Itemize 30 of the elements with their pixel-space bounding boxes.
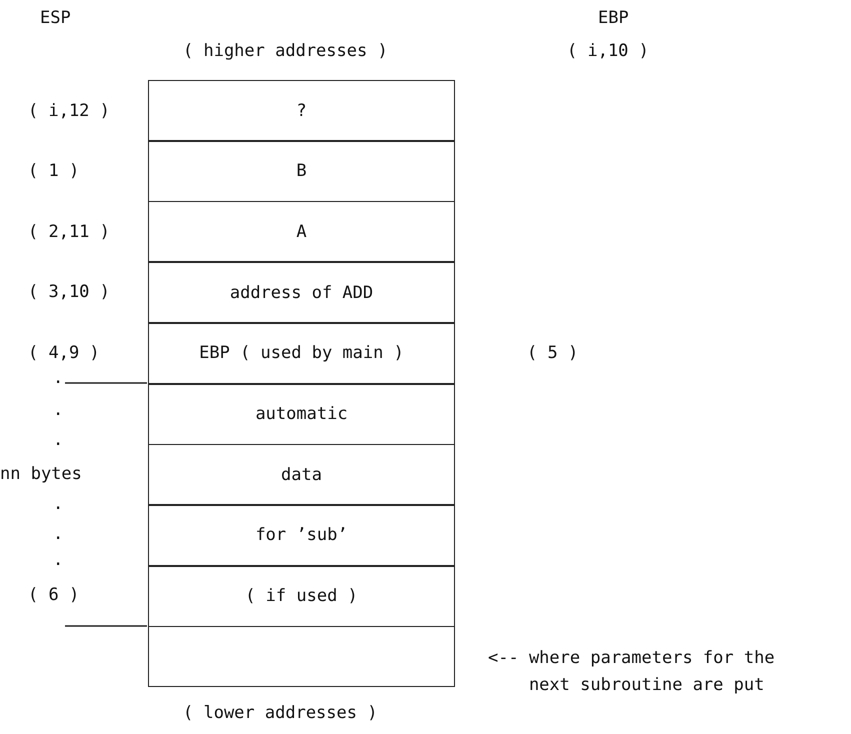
step-label: ( 4,9 ) <box>28 343 100 363</box>
dot-mark: . <box>53 400 64 420</box>
step-label: ( 1 ) <box>28 161 80 181</box>
dot-mark: . <box>53 430 64 450</box>
step-label: ( i,12 ) <box>28 101 110 121</box>
address-label: ( lower addresses ) <box>183 703 378 723</box>
size-label: nn bytes <box>0 464 82 484</box>
dot-mark: . <box>53 368 64 388</box>
stack-cell: data <box>148 444 455 506</box>
step-label: ( i,10 ) <box>567 41 649 61</box>
stack-cell: automatic <box>148 384 455 444</box>
stack-cell <box>148 626 455 688</box>
stack-cell: address of ADD <box>148 262 455 324</box>
dot-mark: . <box>53 524 64 544</box>
stack-cell: B <box>148 140 455 202</box>
step-label: ( 6 ) <box>28 585 80 605</box>
stack-cell: EBP ( used by main ) <box>148 322 455 384</box>
stack-cell: for ’sub’ <box>148 504 455 566</box>
address-label: ( higher addresses ) <box>183 41 388 61</box>
register-label: ESP <box>40 8 71 28</box>
stack-cell: A <box>148 201 455 262</box>
dot-mark: . <box>53 550 64 570</box>
step-label: ( 5 ) <box>527 343 578 363</box>
stack-cell: ( if used ) <box>148 566 455 627</box>
step-label: ( 2,11 ) <box>28 222 110 242</box>
stack-cell: ? <box>148 80 455 141</box>
step-label: ( 3,10 ) <box>28 282 110 302</box>
register-label: EBP <box>598 8 629 28</box>
note-text: <-- where parameters for the next subroutine are put <box>488 647 776 697</box>
dot-mark: . <box>53 494 64 514</box>
